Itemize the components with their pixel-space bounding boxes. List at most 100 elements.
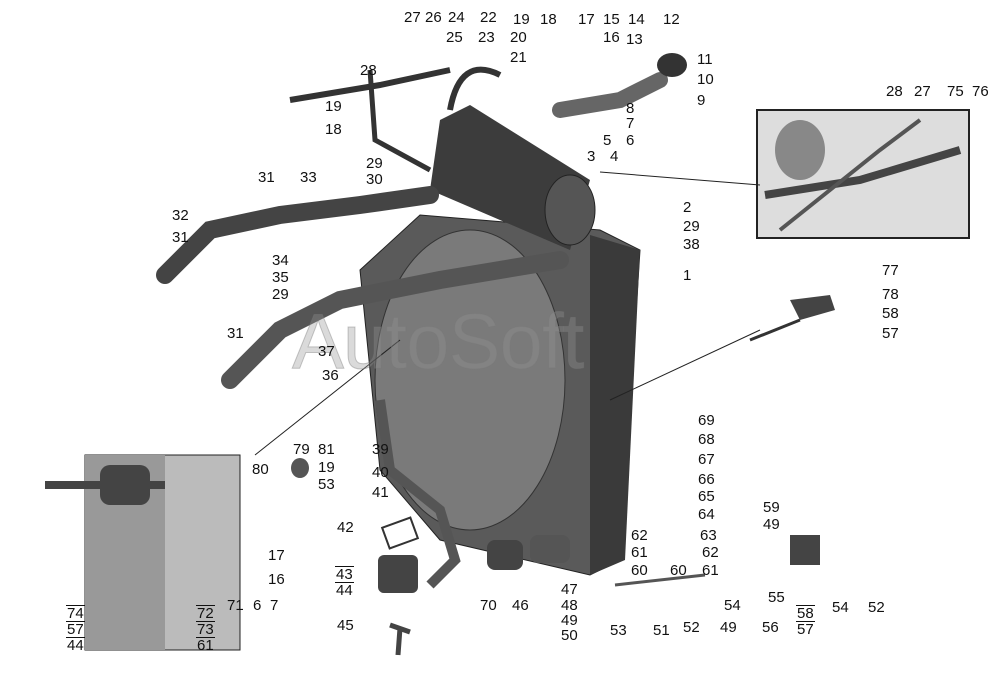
part-callout-31: 31: [227, 325, 244, 342]
part-callout-71: 71: [227, 597, 244, 614]
part-callout-9: 9: [697, 92, 706, 109]
part-callout-54: 54: [832, 599, 849, 616]
part-callout-35: 35: [272, 269, 289, 286]
part-callout-49: 49: [763, 516, 780, 533]
part-callout-74: 74: [66, 605, 85, 622]
part-callout-45: 45: [337, 617, 354, 634]
part-callout-44: 44: [336, 582, 353, 599]
part-callout-54: 54: [724, 597, 741, 614]
part-callout-77: 77: [882, 262, 899, 279]
steam-tube: [367, 69, 432, 173]
part-callout-12: 12: [663, 11, 680, 28]
part-callout-29: 29: [366, 155, 383, 172]
part-callout-31: 31: [172, 229, 189, 246]
part-callout-31: 31: [258, 169, 275, 186]
lower-hose: [221, 251, 569, 389]
part-callout-6: 6: [626, 132, 635, 149]
filter-cylinder: [530, 535, 570, 563]
filter-46: [487, 540, 523, 570]
part-callout-70: 70: [480, 597, 497, 614]
part-callout-34: 34: [272, 252, 289, 269]
part-callout-11: 11: [697, 51, 713, 68]
radiator-side: [590, 235, 640, 575]
part-callout-27: 27: [404, 9, 421, 26]
part-callout-43: 43: [335, 566, 354, 583]
part-callout-76: 76: [972, 83, 989, 100]
part-callout-36: 36: [322, 367, 339, 384]
part-callout-18: 18: [540, 11, 557, 28]
part-callout-49: 49: [720, 619, 737, 636]
part-callout-2: 2: [683, 199, 692, 216]
part-callout-66: 66: [698, 471, 715, 488]
part-callout-13: 13: [626, 31, 643, 48]
bolt-45: [389, 622, 411, 656]
part-callout-16: 16: [268, 571, 285, 588]
part-callout-50: 50: [561, 627, 578, 644]
part-callout-20: 20: [510, 29, 527, 46]
part-callout-58: 58: [796, 605, 815, 622]
part-callout-53: 53: [610, 622, 627, 639]
part-callout-62: 62: [631, 527, 648, 544]
part-callout-7: 7: [270, 597, 279, 614]
part-callout-8: 8: [626, 100, 635, 117]
part-callout-33: 33: [300, 169, 317, 186]
part-callout-47: 47: [561, 581, 578, 598]
part-callout-7: 7: [626, 115, 635, 132]
part-callout-81: 81: [318, 441, 335, 458]
part-callout-63: 63: [700, 527, 717, 544]
part-callout-19: 19: [318, 459, 335, 476]
part-callout-80: 80: [252, 461, 269, 478]
part-callout-67: 67: [698, 451, 715, 468]
gasket-41: [380, 516, 420, 550]
part-callout-16: 16: [603, 29, 620, 46]
part-callout-57: 57: [797, 621, 814, 638]
part-callout-41: 41: [372, 484, 389, 501]
part-callout-28: 28: [360, 62, 377, 79]
hose-clamp-79: [291, 458, 309, 478]
part-callout-29: 29: [683, 218, 700, 235]
part-callout-60: 60: [631, 562, 648, 579]
part-callout-64: 64: [698, 506, 715, 523]
filler-cap: [657, 53, 687, 77]
part-callout-23: 23: [478, 29, 495, 46]
part-callout-21: 21: [510, 49, 527, 66]
part-callout-78: 78: [882, 286, 899, 303]
part-callout-57: 57: [882, 325, 899, 342]
part-callout-5: 5: [603, 132, 612, 149]
part-callout-61: 61: [631, 544, 648, 561]
part-callout-46: 46: [512, 597, 529, 614]
bracket-56: [790, 535, 820, 565]
tank-end-cap: [544, 174, 596, 246]
drain-tube: [375, 399, 461, 589]
part-callout-15: 15: [603, 11, 620, 28]
part-callout-59: 59: [763, 499, 780, 516]
part-callout-40: 40: [372, 464, 389, 481]
part-callout-53: 53: [318, 476, 335, 493]
part-callout-42: 42: [337, 519, 354, 536]
part-callout-65: 65: [698, 488, 715, 505]
part-callout-18: 18: [325, 121, 342, 138]
part-callout-25: 25: [446, 29, 463, 46]
part-callout-17: 17: [578, 11, 595, 28]
part-callout-79: 79: [293, 441, 310, 458]
part-callout-38: 38: [683, 236, 700, 253]
part-callout-44: 44: [67, 637, 84, 654]
part-callout-3: 3: [587, 148, 596, 165]
part-callout-72: 72: [196, 605, 215, 622]
part-callout-58: 58: [882, 305, 899, 322]
upper-hose: [156, 186, 439, 284]
rod-51: [614, 573, 706, 587]
drain-valve: [378, 555, 418, 593]
part-callout-57: 57: [66, 621, 85, 638]
filler-pipe: [552, 72, 668, 118]
part-callout-28: 28: [886, 83, 903, 100]
part-callout-73: 73: [196, 621, 215, 638]
part-callout-14: 14: [628, 11, 645, 28]
part-callout-39: 39: [372, 441, 389, 458]
bracket-58: [790, 295, 835, 320]
